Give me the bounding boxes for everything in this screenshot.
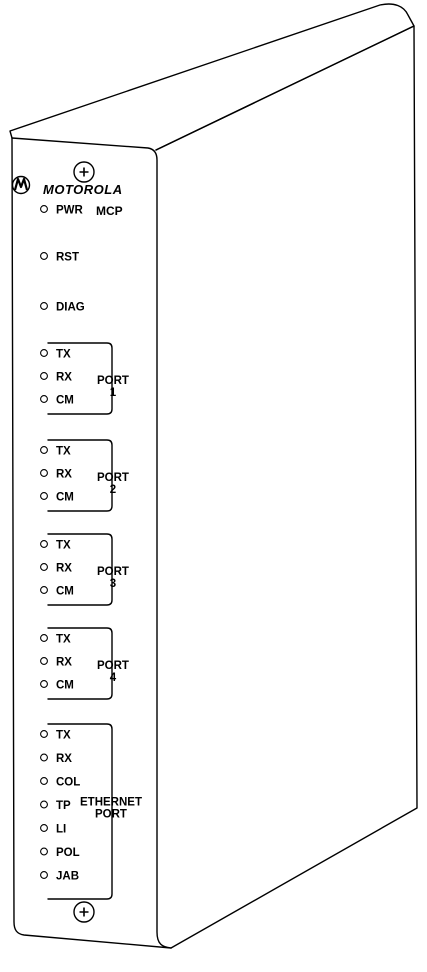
led-indicator: [40, 446, 48, 454]
port-bracket: [47, 627, 113, 700]
led-label: TP: [56, 800, 71, 812]
brand-name: MOTOROLA: [43, 182, 123, 197]
led-cm: CM: [40, 492, 74, 504]
port-name: PORT: [97, 660, 129, 672]
port-bracket: [47, 533, 113, 606]
port-bracket: [47, 342, 113, 415]
led-rx: RX: [40, 563, 72, 575]
screw-plus-icon: [73, 161, 95, 183]
led-indicator: [40, 492, 48, 500]
led-indicator: [40, 847, 48, 856]
led-indicator: [40, 680, 48, 688]
screws-group: [73, 161, 95, 923]
led-label: CM: [56, 586, 74, 598]
led-indicator: [40, 349, 48, 357]
led-label: RX: [56, 469, 72, 481]
led-indicator: [40, 730, 48, 738]
led-indicator: [40, 395, 48, 403]
led-indicator: [40, 469, 48, 477]
led-indicator: [40, 302, 48, 310]
chassis-top-face: [9, 3, 415, 151]
screw-plus-icon: [73, 901, 95, 923]
ethernet-bracket: [47, 723, 113, 900]
chassis-side-face: [155, 25, 418, 949]
led-label: COL: [56, 777, 80, 789]
led-col: COL: [40, 777, 80, 789]
led-tx: TX: [40, 634, 71, 646]
serial-ports: TXRXCMPORT1TXRXCMPORT2TXRXCMPORT3TXRXCMP…: [40, 342, 129, 700]
led-tp: TP: [40, 800, 71, 812]
top-indicators: PWR RST DIAG: [40, 205, 85, 314]
led-cm: CM: [40, 586, 74, 598]
led-tx: TX: [40, 349, 71, 361]
port-bracket: [47, 439, 113, 512]
led-label: TX: [56, 446, 71, 458]
led-label: DIAG: [56, 302, 85, 314]
led-cm: CM: [40, 395, 74, 407]
led-label: RST: [56, 252, 79, 264]
port-number: 1: [110, 387, 117, 399]
led-label: CM: [56, 492, 74, 504]
led-label: RX: [56, 753, 72, 765]
led-indicator: [40, 657, 48, 665]
indicator-rst: RST: [40, 252, 79, 264]
port-number: 3: [110, 578, 116, 590]
led-tx: TX: [40, 730, 71, 742]
port-number: 2: [110, 484, 116, 496]
led-indicator: [40, 252, 48, 260]
led-indicator: [40, 800, 48, 809]
led-indicator: [40, 777, 48, 785]
indicator-diag: DIAG: [40, 302, 85, 314]
port-name: PORT: [97, 472, 129, 484]
led-label: POL: [56, 847, 80, 859]
led-indicator: [40, 586, 48, 594]
led-rx: RX: [40, 657, 72, 669]
led-indicator: [40, 372, 48, 380]
led-indicator: [40, 563, 48, 571]
led-label: RX: [56, 657, 72, 669]
model-name: MCP: [96, 204, 123, 218]
chassis-front-face: [11, 137, 172, 949]
led-label: LI: [56, 824, 66, 836]
led-pol: POL: [40, 847, 80, 859]
led-tx: TX: [40, 540, 71, 552]
port-name: PORT: [97, 566, 129, 578]
led-label: TX: [56, 349, 71, 361]
led-label: PWR: [56, 205, 84, 217]
led-rx: RX: [40, 753, 72, 765]
indicator-pwr: PWR: [40, 205, 84, 217]
led-label: CM: [56, 680, 74, 692]
led-label: RX: [56, 563, 72, 575]
led-rx: RX: [40, 469, 72, 481]
led-indicator: [40, 540, 48, 548]
led-indicator: [40, 205, 48, 213]
led-label: TX: [56, 634, 71, 646]
motorola-logo-icon: [11, 175, 31, 195]
port-number: 4: [110, 672, 117, 684]
led-label: RX: [56, 372, 72, 384]
led-label: TX: [56, 540, 71, 552]
led-rx: RX: [40, 372, 72, 384]
led-tx: TX: [40, 446, 71, 458]
ethernet-name-line1: ETHERNET: [80, 797, 142, 809]
led-indicator: [40, 753, 48, 762]
led-cm: CM: [40, 680, 74, 692]
led-indicator: [40, 824, 48, 832]
led-li: LI: [40, 824, 66, 836]
port-name: PORT: [97, 375, 129, 387]
led-jab: JAB: [40, 871, 79, 883]
ethernet-name-line2: PORT: [95, 809, 127, 821]
led-label: JAB: [56, 871, 79, 883]
led-indicator: [40, 634, 48, 642]
led-indicator: [40, 871, 48, 879]
led-label: TX: [56, 730, 71, 742]
led-label: CM: [56, 395, 74, 407]
